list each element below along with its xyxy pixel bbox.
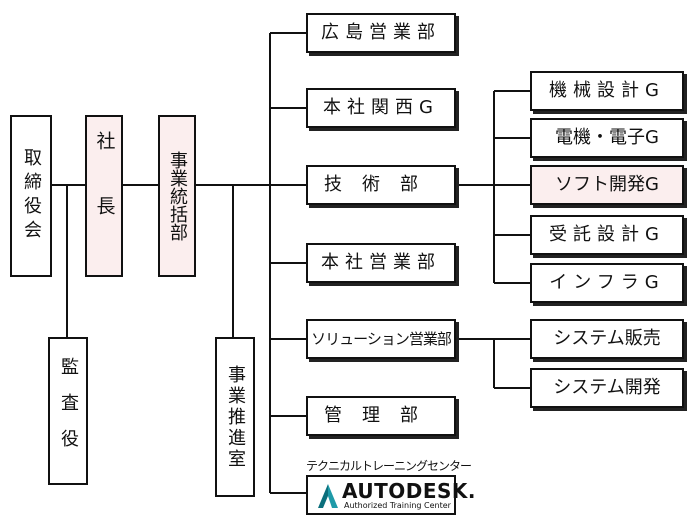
electrical-box: 電機・電子G: [530, 118, 684, 158]
autodesk-brand: AUTODESK.: [342, 479, 477, 503]
mechanical-box: 機械設計G: [530, 71, 684, 111]
autodesk-a-icon: [318, 484, 338, 508]
infra-box: インフラG: [530, 263, 684, 303]
auditor-label: 監査役: [58, 357, 79, 465]
software-box: ソフト開発G: [530, 165, 684, 205]
autodesk-subtitle: Authorized Training Center: [344, 501, 451, 510]
training-center-title: テクニカルトレーニングセンター: [306, 459, 472, 473]
contract-design-box: 受託設計G: [530, 215, 684, 255]
system-dev-box: システム開発: [530, 368, 684, 408]
kansai-box: 本社関西G: [306, 88, 456, 128]
auditor-box: 監査役: [48, 337, 88, 485]
hq-sales-box: 本社営業部: [306, 243, 456, 283]
solution-sales-box: ソリューション営業部: [306, 319, 456, 359]
business-promotion-box: 事業推進室: [215, 337, 255, 497]
president-label: 社長: [93, 131, 116, 261]
engineering-box: 技術部: [306, 165, 456, 205]
board-box: 取締役会: [10, 115, 52, 277]
business-integration-box: 事業統括部: [158, 115, 196, 277]
autodesk-logo: AUTODESK. Authorized Training Center: [306, 475, 476, 515]
president-box: 社長: [85, 115, 123, 277]
management-box: 管理部: [306, 396, 456, 436]
hiroshima-sales-box: 広島営業部: [306, 13, 456, 53]
system-sales-box: システム販売: [530, 319, 684, 359]
